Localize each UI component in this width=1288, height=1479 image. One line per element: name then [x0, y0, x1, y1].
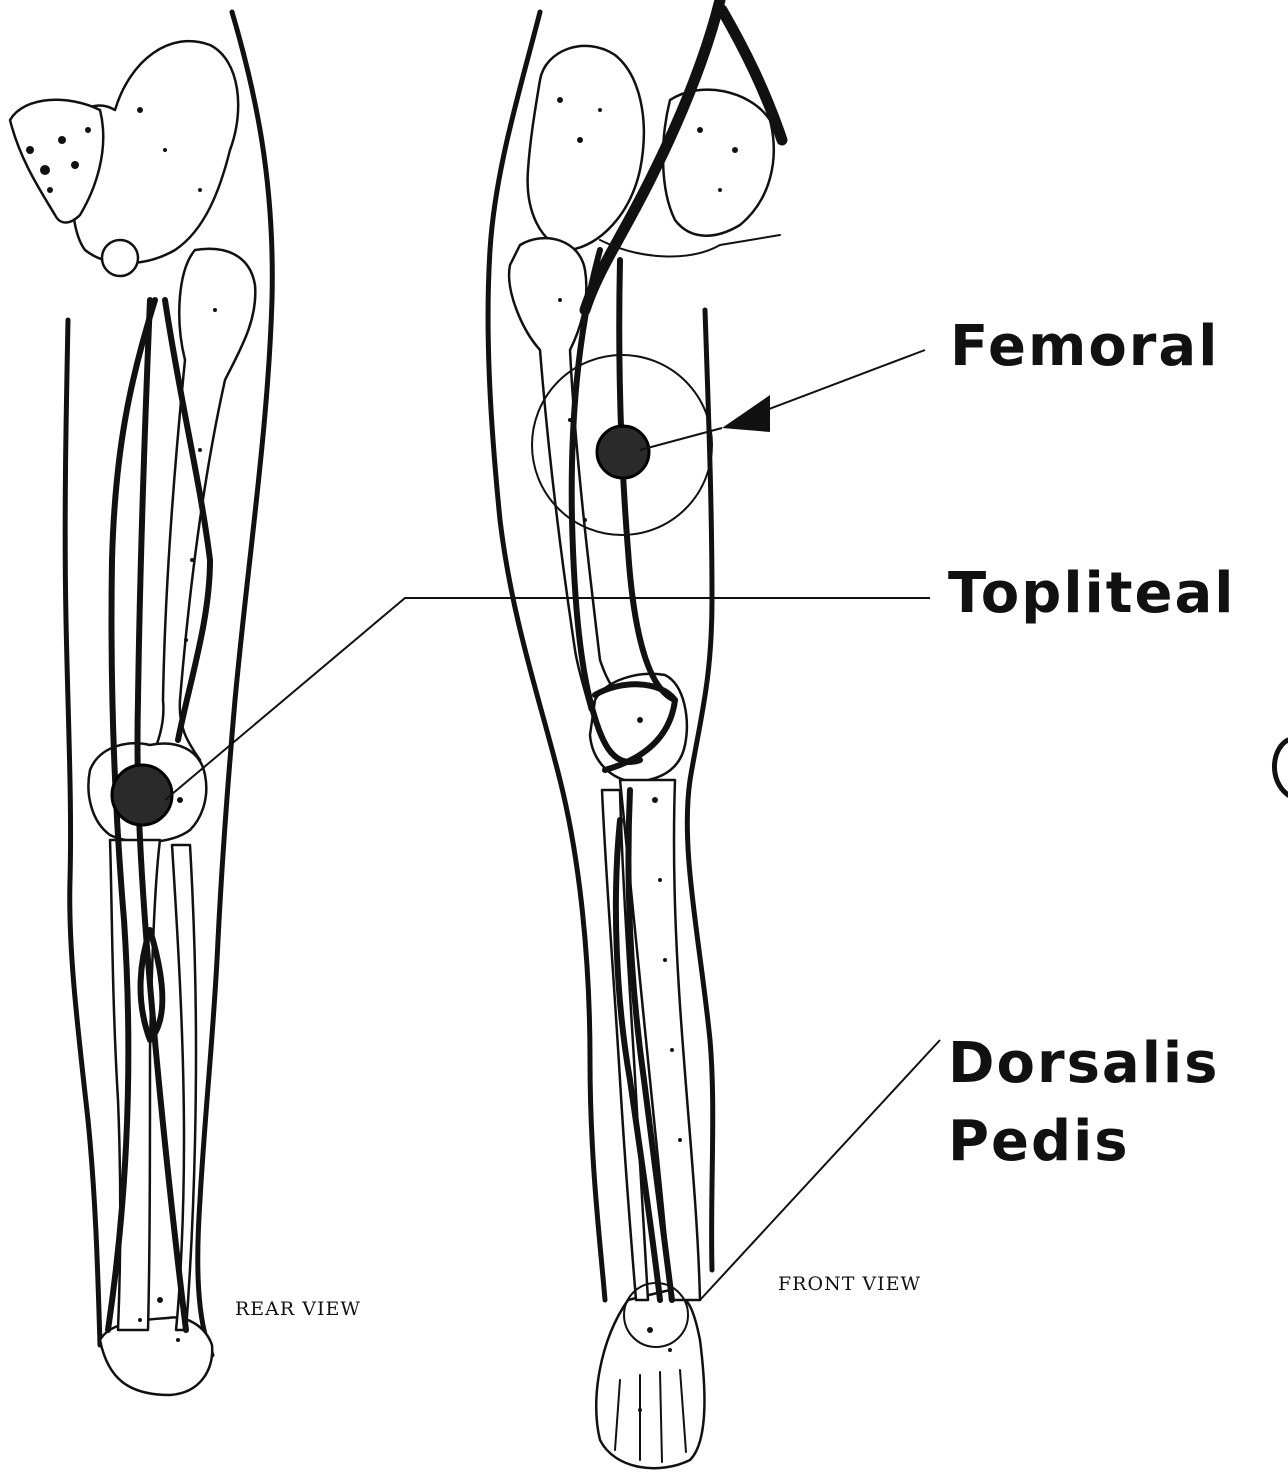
dorsalis-pedis-label-line2: Pedis	[948, 1109, 1130, 1174]
rear-hip-socket	[102, 240, 138, 276]
front-view-caption: FRONT VIEW	[778, 1273, 921, 1295]
rear-view-caption: REAR VIEW	[235, 1298, 361, 1320]
front-view-leg	[488, 0, 782, 1468]
leader-lines	[165, 350, 940, 1300]
rear-leg-inner-outline	[65, 320, 100, 1345]
rear-popliteal-pulse-point	[112, 765, 172, 825]
femoral-arrowhead	[722, 395, 770, 432]
popliteal-label: Topliteal	[948, 561, 1235, 626]
front-artery-femoral-inner	[619, 260, 675, 700]
rear-view-leg	[10, 12, 272, 1395]
dorsalis-pedis-label-line1: Dorsalis	[948, 1031, 1219, 1096]
femoral-label: Femoral	[950, 314, 1219, 379]
partial-glyph-fragment	[1274, 740, 1288, 795]
rear-leg-outer-outline	[198, 12, 273, 1355]
front-femoral-pulse-point	[597, 426, 649, 478]
popliteal-leader-line	[165, 598, 930, 800]
dorsalis-pedis-leader-line	[700, 1040, 940, 1300]
front-pubic-arch	[600, 235, 780, 256]
front-leg-inner-outline	[687, 310, 712, 1270]
